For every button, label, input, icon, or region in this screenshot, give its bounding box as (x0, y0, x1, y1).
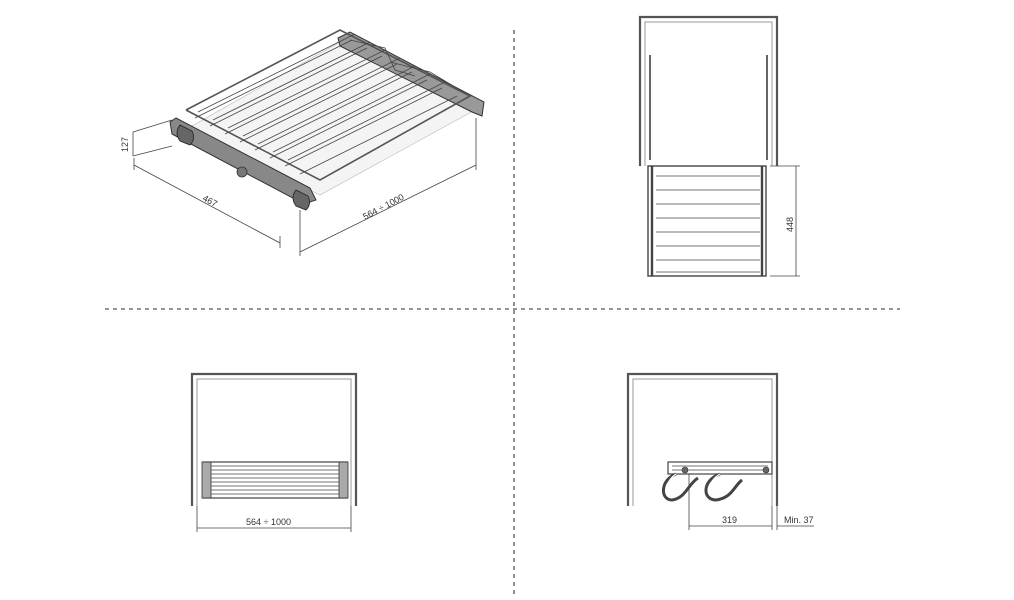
iso-hanger-arm (349, 39, 461, 91)
iso-roller-left (176, 124, 194, 146)
top-cabinet (638, 15, 779, 166)
iso-wheel (236, 166, 248, 178)
iso-width-dim-line (299, 164, 477, 253)
iso-frame (185, 29, 472, 181)
quadrant-dividers (105, 30, 900, 595)
side-hook-left (662, 472, 699, 502)
front-view: 564 ÷ 1000 (190, 372, 358, 532)
front-basket-bars (211, 465, 339, 495)
iso-front-rail (169, 117, 317, 205)
iso-depth-label: 467 (201, 193, 219, 209)
top-basket (647, 165, 767, 277)
front-width-label: 564 ÷ 1000 (246, 517, 291, 527)
top-view: 448 (638, 15, 800, 277)
isometric-view: 127 467 564 ÷ 1000 (120, 29, 485, 256)
top-depth-label: 448 (785, 217, 795, 232)
iso-roller-right (292, 189, 310, 211)
front-cabinet (190, 372, 358, 506)
front-basket (202, 461, 348, 499)
top-basket-bars (656, 175, 760, 273)
iso-wire-bars (194, 33, 458, 175)
iso-width-label: 564 ÷ 1000 (361, 192, 405, 222)
side-offset-label: 319 (722, 515, 737, 525)
side-view: 319 Min. 37 (626, 372, 814, 530)
side-cabinet (626, 372, 779, 506)
side-min-label: Min. 37 (784, 515, 814, 525)
iso-height-label: 127 (120, 137, 130, 152)
iso-depth-dim-line (133, 164, 281, 244)
side-hook-right (704, 472, 743, 502)
iso-basket-floor (184, 41, 476, 196)
